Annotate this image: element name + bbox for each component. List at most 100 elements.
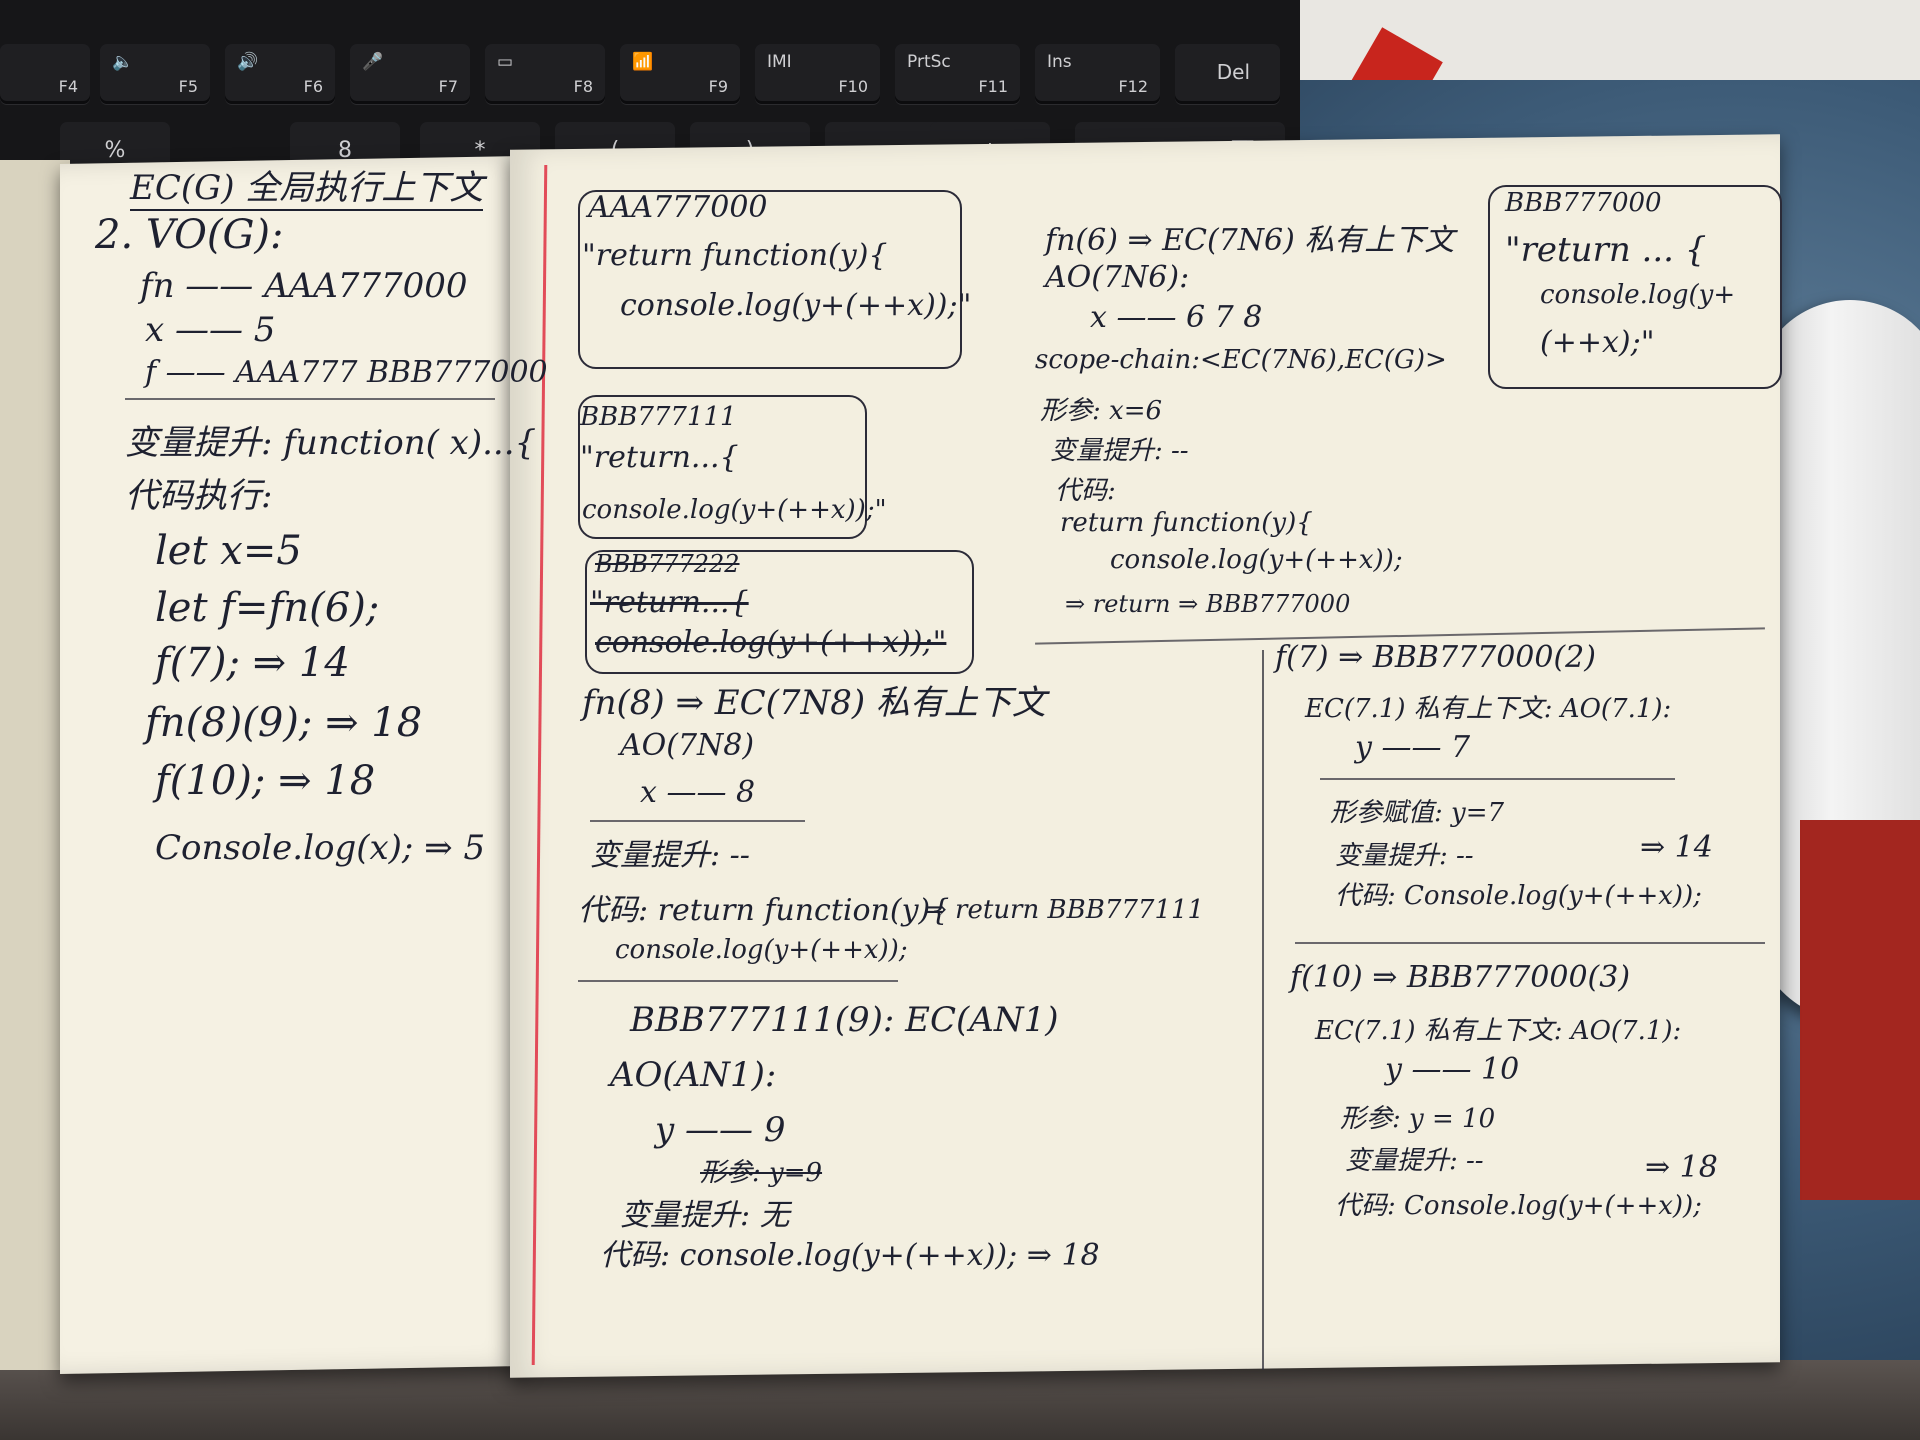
- divider: [578, 980, 898, 982]
- heap-box-aaa: [578, 190, 962, 369]
- note-line: 2. VO(G):: [95, 212, 284, 258]
- red-book: [1800, 820, 1920, 1200]
- key-label: F6: [303, 77, 323, 96]
- note-line: 变量提升: function( x)...{: [125, 423, 537, 463]
- volume-down-icon: 🔈: [112, 52, 134, 72]
- key-label: F11: [978, 77, 1008, 96]
- column-divider: [1262, 650, 1264, 1370]
- page-stack-edge: [0, 160, 70, 1370]
- key-f10: IMI F10: [755, 44, 880, 104]
- divider: [125, 398, 495, 400]
- note-line: BBB777111: [580, 402, 737, 432]
- note-line: fn(6) ⇒ EC(7N6) 私有上下文: [1045, 223, 1455, 258]
- key-label: Del: [1216, 60, 1250, 84]
- key-label: F12: [1118, 77, 1148, 96]
- note-line: 变量提升: 无: [620, 1198, 790, 1233]
- note-line: return function(y){: [1060, 508, 1313, 538]
- note-line: 代码: Console.log(y+(++x));: [1335, 881, 1702, 911]
- note-line: AO(7N8): [620, 728, 755, 763]
- key-label: F8: [573, 77, 593, 96]
- note-line: 代码: return function(y){: [578, 893, 950, 928]
- key-glyph: Ins: [1047, 52, 1072, 72]
- key-label: F4: [58, 77, 78, 96]
- key-glyph: 8: [338, 138, 352, 163]
- key-f6: 🔊 F6: [225, 44, 335, 104]
- note-line: y —— 7: [1355, 730, 1471, 765]
- key-f7: 🎤 F7: [350, 44, 470, 104]
- note-line: EC(7.1) 私有上下文: AO(7.1):: [1315, 1016, 1682, 1046]
- key-label: F10: [838, 77, 868, 96]
- notebook: EC(G) 全局执行上下文 2. VO(G): fn —— AAA777000 …: [0, 130, 1790, 1390]
- wifi-icon: 📶: [632, 52, 654, 72]
- note-line: ⇒ 18: [1645, 1150, 1718, 1185]
- key-f5: 🔈 F5: [100, 44, 210, 104]
- note-line: let x=5: [155, 528, 302, 574]
- note-line: console.log(y+(++x));": [582, 495, 887, 525]
- note-line: 变量提升: --: [1345, 1146, 1484, 1176]
- note-line: 变量提升: --: [1335, 841, 1474, 871]
- note-line: f(7); ⇒ 14: [155, 640, 350, 686]
- note-line: 形参: y = 10: [1340, 1104, 1496, 1134]
- note-line: Console.log(x); ⇒ 5: [155, 828, 486, 868]
- note-line: 代码: Console.log(y+(++x));: [1335, 1191, 1702, 1221]
- note-line: 形参: y=9: [700, 1158, 823, 1188]
- mic-mute-icon: 🎤: [362, 52, 384, 72]
- note-line: 形参: x=6: [1040, 396, 1163, 426]
- note-line: f(10) ⇒ BBB777000(3): [1290, 960, 1631, 995]
- note-line: fn —— AAA777000: [140, 266, 468, 306]
- desk-edge: [0, 1360, 1920, 1440]
- volume-up-icon: 🔊: [237, 52, 259, 72]
- key-glyph: %: [104, 138, 126, 163]
- heap-box-bbb222: [585, 550, 974, 674]
- key-del: Del: [1175, 44, 1280, 104]
- key-label: F9: [708, 77, 728, 96]
- key-glyph: PrtSc: [907, 52, 951, 72]
- note-line: x —— 8: [640, 775, 756, 810]
- key-glyph: IMI: [767, 52, 792, 72]
- note-line: console.log(y+(++x));: [1110, 545, 1403, 575]
- note-line: 代码: console.log(y+(++x)); ⇒ 18: [600, 1238, 1100, 1273]
- note-line: f(7) ⇒ BBB777000(2): [1275, 640, 1596, 675]
- key-label: F7: [438, 77, 458, 96]
- note-line: x —— 5: [145, 310, 276, 350]
- note-line: "return...{: [580, 440, 739, 475]
- heap-box-bbb111: [578, 395, 867, 539]
- note-line: AO(AN1):: [610, 1055, 777, 1095]
- note-line: f —— AAA777 BBB777000: [145, 355, 548, 390]
- key-f9: 📶 F9: [620, 44, 740, 104]
- note-line: 代码:: [1055, 476, 1116, 506]
- note-line: console.log(y+(++x));: [615, 935, 908, 965]
- note-line: 代码执行:: [125, 476, 273, 516]
- divider: [1320, 778, 1675, 780]
- note-line: fn(8)(9); ⇒ 18: [145, 700, 423, 746]
- note-line: let f=fn(6);: [155, 585, 380, 631]
- note-line: BBB777000: [1505, 188, 1662, 218]
- note-line: fn(8) ⇒ EC(7N8) 私有上下文: [582, 683, 1046, 723]
- note-line: ⇒ return BBB777111: [925, 895, 1205, 925]
- note-line: "return...{: [590, 585, 749, 620]
- heap-box-bbb000: [1488, 185, 1782, 389]
- left-title: EC(G) 全局执行上下文: [130, 160, 484, 211]
- note-line: console.log(y+: [1540, 280, 1736, 310]
- note-line: 形参赋值: y=7: [1330, 798, 1505, 828]
- note-line: 变量提升: --: [1050, 436, 1189, 466]
- key-label: F5: [178, 77, 198, 96]
- key-glyph: *: [474, 138, 486, 163]
- note-line: "return ... {: [1505, 230, 1707, 270]
- note-line: (++x);": [1540, 325, 1655, 360]
- note-line: y —— 10: [1385, 1052, 1520, 1087]
- note-line: AAA777000: [588, 190, 768, 225]
- key-f4: F4: [0, 44, 90, 104]
- note-line: ⇒ return ⇒ BBB777000: [1065, 590, 1351, 618]
- note-line: AO(7N6):: [1045, 260, 1190, 295]
- note-line: y —— 9: [655, 1110, 786, 1150]
- display-icon: ▭: [497, 52, 514, 72]
- divider: [590, 820, 805, 822]
- note-line: BBB777111(9): EC(AN1): [630, 1000, 1059, 1040]
- note-line: BBB777222: [595, 550, 740, 578]
- key-f8: ▭ F8: [485, 44, 605, 104]
- note-line: f(10); ⇒ 18: [155, 758, 376, 804]
